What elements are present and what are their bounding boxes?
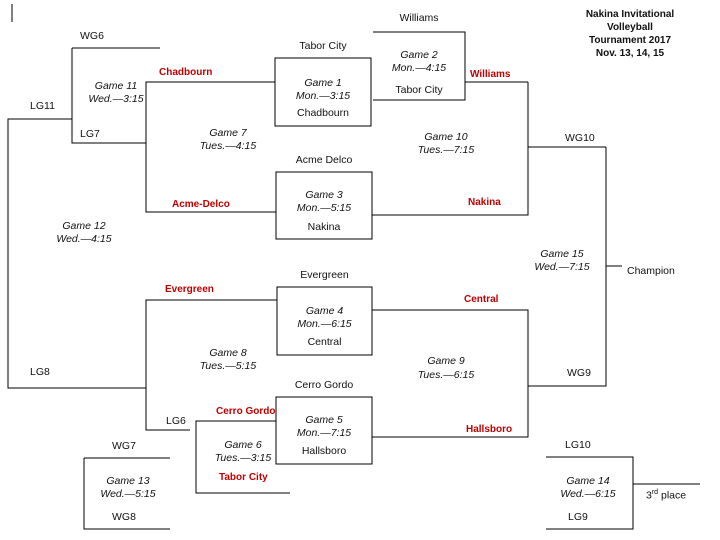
winner-acme-delco: Acme-Delco — [172, 199, 230, 210]
game-2-bracket — [373, 31, 466, 101]
game-7-bracket — [145, 81, 276, 213]
game-4-box — [276, 286, 373, 356]
game-4-top-team: Evergreen — [300, 269, 349, 281]
game-11-bottom-team: LG7 — [80, 128, 100, 140]
game-7-time: Tues.—4:15 — [199, 140, 257, 152]
winner-williams: Williams — [470, 69, 511, 80]
game-14-name: Game 14 — [566, 475, 610, 487]
winner-cerro-gordo: Cerro Gordo — [216, 406, 276, 417]
game-9-bracket — [372, 309, 529, 438]
game-4-bottom-team: Central — [307, 336, 342, 348]
game-14-bottom-team: LG9 — [568, 511, 588, 523]
game-11-time: Wed.—3:15 — [88, 93, 144, 105]
game-13-time: Wed.—5:15 — [100, 488, 156, 500]
game-13-top-team: WG7 — [112, 440, 136, 452]
game-3-top-team: Acme Delco — [295, 154, 353, 166]
game-3-name: Game 3 — [305, 189, 343, 201]
game-2-top-team: Williams — [399, 12, 439, 24]
game-5-bottom-team: Hallsboro — [301, 445, 347, 457]
game-15-bottom-team: WG9 — [567, 367, 591, 379]
game-10-time: Tues.—7:15 — [417, 144, 475, 156]
game-5-box — [275, 396, 373, 465]
winner-hallsboro: Hallsboro — [466, 424, 513, 435]
game-7-name: Game 7 — [209, 127, 247, 139]
game-5-top-team: Cerro Gordo — [294, 379, 354, 391]
winner-evergreen: Evergreen — [165, 284, 214, 295]
game-4-name: Game 4 — [305, 305, 344, 317]
winner-central: Central — [464, 294, 499, 305]
game-12-bracket — [7, 118, 146, 389]
game-1-bottom-team: Chadbourn — [297, 107, 349, 119]
game-5-name: Game 5 — [305, 414, 343, 426]
game-12-time: Wed.—4:15 — [56, 233, 112, 245]
game-10-bracket — [372, 82, 529, 216]
game-9-name: Game 9 — [427, 355, 465, 367]
game-2-name: Game 2 — [400, 49, 438, 61]
game-3-bottom-team: Nakina — [307, 221, 341, 233]
game-12-top-team: LG11 — [30, 100, 55, 112]
game-4-time: Mon.—6:15 — [297, 318, 352, 330]
game-6-bracket — [195, 420, 290, 494]
game-14-top-team: LG10 — [565, 439, 591, 451]
game-12-name: Game 12 — [62, 220, 106, 232]
game-11-top-team: WG6 — [80, 30, 104, 42]
game-15-top-team: WG10 — [565, 132, 595, 144]
game-14-bracket — [546, 456, 634, 530]
game-13-bracket — [83, 457, 170, 530]
game-1-top-team: Tabor City — [299, 40, 347, 52]
game-3-time: Mon.—5:15 — [296, 202, 352, 214]
game-8-bracket — [145, 299, 277, 431]
winner-chadbourn: Chadbourn — [159, 67, 213, 78]
game-6-time: Tues.—3:15 — [214, 452, 272, 464]
game-2-bottom-team: Tabor City — [395, 84, 443, 96]
game-5-time: Mon.—7:15 — [296, 427, 352, 439]
winner-tabor-city: Tabor City — [219, 472, 268, 483]
game-3-box — [275, 171, 373, 240]
game-8-name: Game 8 — [209, 347, 247, 359]
tournament-title: Nakina Invitational Volleyball Tournamen… — [585, 9, 675, 59]
game-1-name: Game 1 — [304, 77, 342, 89]
game-15-bracket — [528, 147, 607, 387]
game-6-name: Game 6 — [224, 439, 262, 451]
game-15-name: Game 15 — [540, 248, 584, 260]
game-10-name: Game 10 — [424, 131, 468, 143]
game-8-time: Tues.—5:15 — [199, 360, 257, 372]
game-13-bottom-team: WG8 — [112, 511, 136, 523]
game-11-bracket — [71, 47, 160, 144]
game-13-name: Game 13 — [106, 475, 150, 487]
game-2-time: Mon.—4:15 — [391, 62, 447, 74]
game-15-time: Wed.—7:15 — [534, 261, 590, 273]
game-9-time: Tues.—6:15 — [417, 369, 475, 381]
game-11-name: Game 11 — [94, 80, 138, 92]
game-6-top-team: LG6 — [166, 415, 186, 427]
game-14-time: Wed.—6:15 — [560, 488, 616, 500]
third-place-label: 3rd place — [646, 489, 687, 502]
champion-label: Champion — [627, 265, 675, 277]
game-1-time: Mon.—3:15 — [295, 90, 351, 102]
game-12-bottom-team: LG8 — [30, 366, 50, 378]
game-1-box — [274, 57, 372, 127]
winner-nakina: Nakina — [468, 197, 501, 208]
